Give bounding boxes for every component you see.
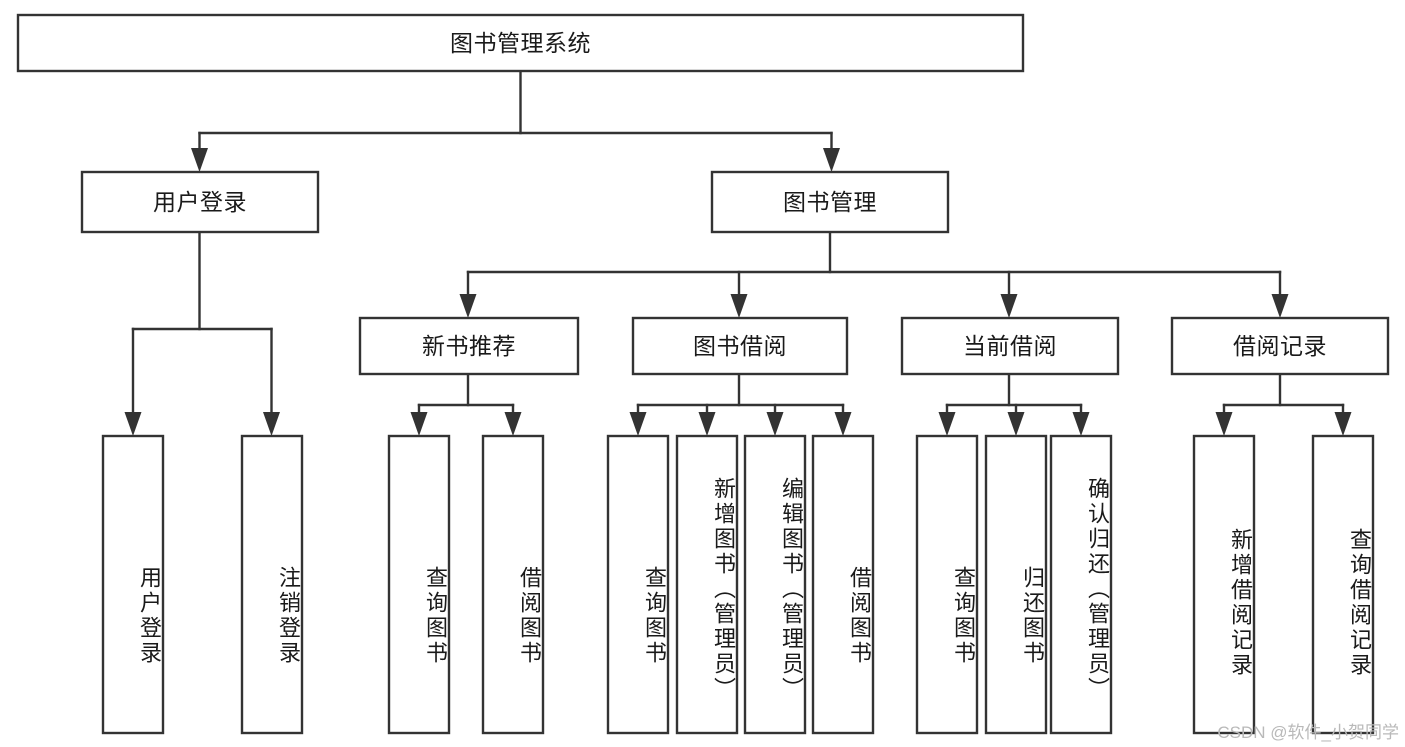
connector-borrowrecords-to-leaves bbox=[1215, 372, 1352, 436]
node-box-leaf-edit-book-admin[interactable] bbox=[743, 434, 807, 735]
node-box-borrow-records[interactable] bbox=[1170, 316, 1390, 376]
node-box-leaf-query-borrow-record[interactable] bbox=[1311, 434, 1375, 735]
connector-recommend-to-leaves bbox=[410, 372, 522, 436]
node-box-leaf-query-book-current[interactable] bbox=[915, 434, 979, 735]
connector-bookborrow-to-leaves bbox=[629, 372, 852, 436]
node-box-leaf-query-book-borrow[interactable] bbox=[606, 434, 670, 735]
node-box-current-borrow[interactable] bbox=[900, 316, 1120, 376]
node-box-leaf-logout-login[interactable] bbox=[240, 434, 304, 735]
node-box-user-login[interactable] bbox=[80, 170, 320, 234]
node-box-leaf-confirm-return-admin[interactable] bbox=[1049, 434, 1113, 735]
node-box-leaf-query-book-recommend[interactable] bbox=[387, 434, 451, 735]
node-box-leaf-add-borrow-record[interactable] bbox=[1192, 434, 1256, 735]
csdn-watermark: CSDN @软件_小贺同学 bbox=[1217, 723, 1399, 742]
node-box-leaf-add-book-admin[interactable] bbox=[675, 434, 739, 735]
node-box-leaf-borrow-book-recommend[interactable] bbox=[481, 434, 545, 735]
connector-currentborrow-to-leaves bbox=[938, 372, 1090, 436]
connector-bookmgmt-to-level3 bbox=[459, 230, 1289, 318]
node-box-book-borrow[interactable] bbox=[631, 316, 849, 376]
node-box-root[interactable] bbox=[16, 13, 1025, 73]
node-box-leaf-borrow-book[interactable] bbox=[811, 434, 875, 735]
connector-userlogin-to-leaves bbox=[124, 230, 280, 436]
connector-root-to-level2 bbox=[191, 69, 840, 172]
node-box-new-book-recommend[interactable] bbox=[358, 316, 580, 376]
node-box-leaf-user-login[interactable] bbox=[101, 434, 165, 735]
node-box-leaf-return-book[interactable] bbox=[984, 434, 1048, 735]
node-box-book-management[interactable] bbox=[710, 170, 950, 234]
